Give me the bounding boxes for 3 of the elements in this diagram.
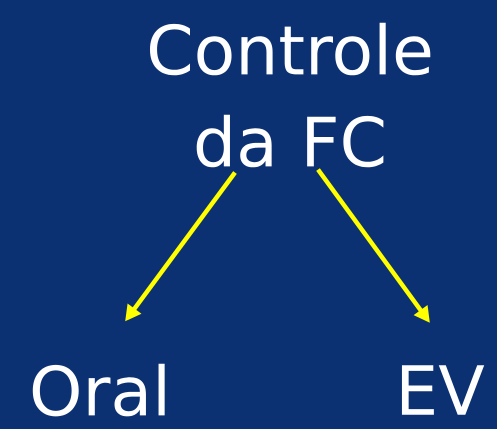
text-label: Controle da FC: [150, 22, 430, 168]
text-label: Oral: [32, 364, 165, 416]
text-label: EV: [402, 365, 484, 415]
